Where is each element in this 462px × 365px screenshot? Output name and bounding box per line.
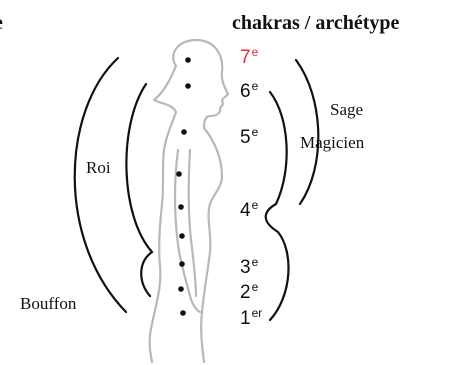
label-magicien: Magicien <box>300 133 364 153</box>
label-bouffon: Bouffon <box>20 294 76 314</box>
chakra-label-5: 5e <box>240 125 258 149</box>
bracket-magicien <box>266 92 289 320</box>
heading-chakras-archetype: chakras / archétype <box>232 12 399 35</box>
chakra-dot-3 <box>179 261 185 267</box>
label-roi: Roi <box>86 158 111 178</box>
bracket-roi <box>126 84 152 296</box>
bracket-bouffon <box>75 58 126 312</box>
chakra-label-7: 7e <box>240 45 258 69</box>
chakra-label-4: 4e <box>240 198 258 222</box>
chakra-label-6: 6e <box>240 79 258 103</box>
chakra-dot-4c <box>179 233 185 239</box>
chakra-dot-4a <box>176 171 182 177</box>
chakra-dot-1 <box>180 310 186 316</box>
chakra-dot-6 <box>185 83 191 89</box>
label-sage: Sage <box>330 100 363 120</box>
chakra-label-3: 3e <box>240 255 258 279</box>
bracket-sage <box>296 60 318 204</box>
chakra-dot-4b <box>178 204 184 210</box>
heading-left-fragment: e <box>0 12 3 35</box>
chakra-label-2: 2e <box>240 280 258 304</box>
chakra-dot-7 <box>185 57 191 63</box>
chakra-dot-5 <box>181 129 187 135</box>
chakra-label-1: 1er <box>240 306 262 330</box>
chakra-dot-2 <box>178 286 184 292</box>
